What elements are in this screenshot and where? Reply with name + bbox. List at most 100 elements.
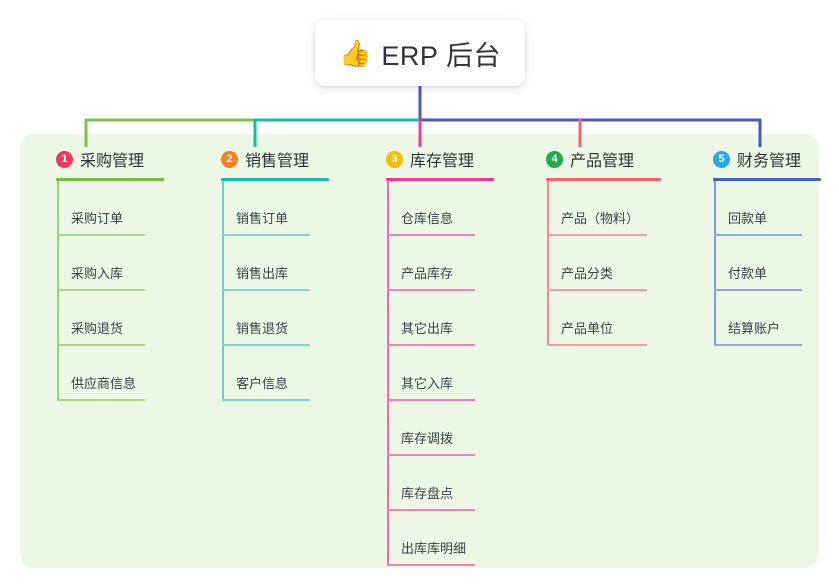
- column-title-1: 采购管理: [80, 153, 145, 170]
- leaf-rule: [547, 234, 647, 236]
- column-badge-2: 2: [221, 150, 238, 168]
- trunk-line-1: [57, 181, 59, 401]
- leaf-rule: [57, 344, 145, 346]
- leaf-node[interactable]: 结算账户: [695, 291, 820, 346]
- leaf-label: 回款单: [728, 211, 768, 226]
- column-badge-5: 5: [713, 150, 730, 168]
- leaf-label: 产品分类: [561, 266, 614, 281]
- root-node[interactable]: 👍 ERP 后台: [315, 20, 525, 86]
- leaf-node[interactable]: 销售订单: [203, 181, 355, 236]
- leaf-node[interactable]: 付款单: [695, 236, 820, 291]
- trunk-line-4: [547, 181, 549, 346]
- leaf-node[interactable]: 产品库存: [368, 236, 520, 291]
- leaf-node[interactable]: 回款单: [695, 181, 820, 236]
- leaf-label: 产品库存: [401, 266, 454, 281]
- column-rule-4: [546, 178, 661, 181]
- leaf-label: 客户信息: [236, 376, 289, 391]
- leaf-label: 采购订单: [71, 211, 124, 226]
- leaf-node[interactable]: 库存盘点: [368, 456, 520, 511]
- leaf-label: 销售退货: [236, 321, 289, 336]
- leaf-node[interactable]: 其它出库: [368, 291, 520, 346]
- leaf-rule: [714, 344, 802, 346]
- leaf-rule: [57, 399, 145, 401]
- leaf-rule: [714, 234, 802, 236]
- leaf-node[interactable]: 采购订单: [38, 181, 190, 236]
- leaf-node[interactable]: 客户信息: [203, 346, 355, 401]
- column-header-4[interactable]: 4 产品管理: [528, 146, 693, 172]
- column-rule-3: [386, 178, 494, 181]
- leaf-node[interactable]: 产品（物料）: [528, 181, 693, 236]
- leaf-node[interactable]: 采购入库: [38, 236, 190, 291]
- leaf-rule: [57, 289, 145, 291]
- leaf-rule: [222, 344, 310, 346]
- leaf-label: 采购退货: [71, 321, 124, 336]
- column-header-5[interactable]: 5 财务管理: [695, 146, 820, 172]
- column-3: 3 库存管理仓库信息产品库存其它出库其它入库库存调拨库存盘点出库库明细: [368, 146, 520, 566]
- leaf-rule: [387, 454, 475, 456]
- column-rule-5: [713, 178, 821, 181]
- column-header-1[interactable]: 1 采购管理: [38, 146, 190, 172]
- column-badge-4: 4: [546, 150, 563, 168]
- leaf-list-2: 销售订单销售出库销售退货客户信息: [203, 181, 355, 401]
- leaf-node[interactable]: 销售退货: [203, 291, 355, 346]
- leaf-rule: [714, 289, 802, 291]
- trunk-line-2: [222, 181, 224, 401]
- leaf-label: 其它出库: [401, 321, 454, 336]
- leaf-label: 产品（物料）: [561, 211, 640, 226]
- column-badge-3: 3: [386, 150, 403, 168]
- leaf-node[interactable]: 采购退货: [38, 291, 190, 346]
- leaf-rule: [547, 344, 647, 346]
- leaf-rule: [387, 344, 475, 346]
- leaf-list-3: 仓库信息产品库存其它出库其它入库库存调拨库存盘点出库库明细: [368, 181, 520, 566]
- root-node-title: ERP 后台: [381, 40, 501, 71]
- column-rule-1: [56, 178, 164, 181]
- leaf-rule: [387, 289, 475, 291]
- leaf-label: 采购入库: [71, 266, 124, 281]
- column-1: 1 采购管理采购订单采购入库采购退货供应商信息: [38, 146, 190, 401]
- leaf-rule: [57, 234, 145, 236]
- column-header-2[interactable]: 2 销售管理: [203, 146, 355, 172]
- leaf-node[interactable]: 库存调拨: [368, 401, 520, 456]
- leaf-label: 仓库信息: [401, 211, 454, 226]
- column-title-4: 产品管理: [570, 153, 635, 170]
- leaf-label: 销售出库: [236, 266, 289, 281]
- leaf-node[interactable]: 仓库信息: [368, 181, 520, 236]
- leaf-rule: [387, 509, 475, 511]
- column-5: 5 财务管理回款单付款单结算账户: [695, 146, 821, 346]
- leaf-node[interactable]: 产品分类: [528, 236, 693, 291]
- column-header-3[interactable]: 3 库存管理: [368, 146, 520, 172]
- leaf-label: 供应商信息: [71, 376, 137, 391]
- leaf-label: 付款单: [728, 266, 768, 281]
- leaf-node[interactable]: 产品单位: [528, 291, 693, 346]
- leaf-label: 库存盘点: [401, 486, 454, 501]
- trunk-line-3: [387, 181, 389, 566]
- column-2: 2 销售管理销售订单销售出库销售退货客户信息: [203, 146, 355, 401]
- leaf-rule: [222, 289, 310, 291]
- leaf-label: 结算账户: [728, 321, 781, 336]
- column-title-3: 库存管理: [410, 153, 475, 170]
- diagram-panel: [20, 134, 819, 568]
- leaf-rule: [547, 289, 647, 291]
- column-badge-1: 1: [56, 150, 73, 168]
- thumbs-up-icon: 👍: [339, 38, 372, 68]
- leaf-rule: [222, 399, 310, 401]
- leaf-label: 其它入库: [401, 376, 454, 391]
- leaf-list-4: 产品（物料） 产品分类产品单位: [528, 181, 693, 346]
- leaf-rule: [387, 399, 475, 401]
- leaf-label: 产品单位: [561, 321, 614, 336]
- trunk-line-5: [714, 181, 716, 346]
- column-4: 4 产品管理产品（物料） 产品分类产品单位: [528, 146, 693, 346]
- leaf-rule: [387, 234, 475, 236]
- leaf-label: 出库库明细: [401, 541, 467, 556]
- leaf-node[interactable]: 销售出库: [203, 236, 355, 291]
- leaf-rule: [387, 564, 475, 566]
- leaf-node[interactable]: 其它入库: [368, 346, 520, 401]
- leaf-list-1: 采购订单采购入库采购退货供应商信息: [38, 181, 190, 401]
- column-rule-2: [221, 178, 329, 181]
- leaf-list-5: 回款单付款单结算账户: [695, 181, 820, 346]
- leaf-node[interactable]: 出库库明细: [368, 511, 520, 566]
- column-title-2: 销售管理: [245, 153, 310, 170]
- column-title-5: 财务管理: [737, 153, 802, 170]
- leaf-node[interactable]: 供应商信息: [38, 346, 190, 401]
